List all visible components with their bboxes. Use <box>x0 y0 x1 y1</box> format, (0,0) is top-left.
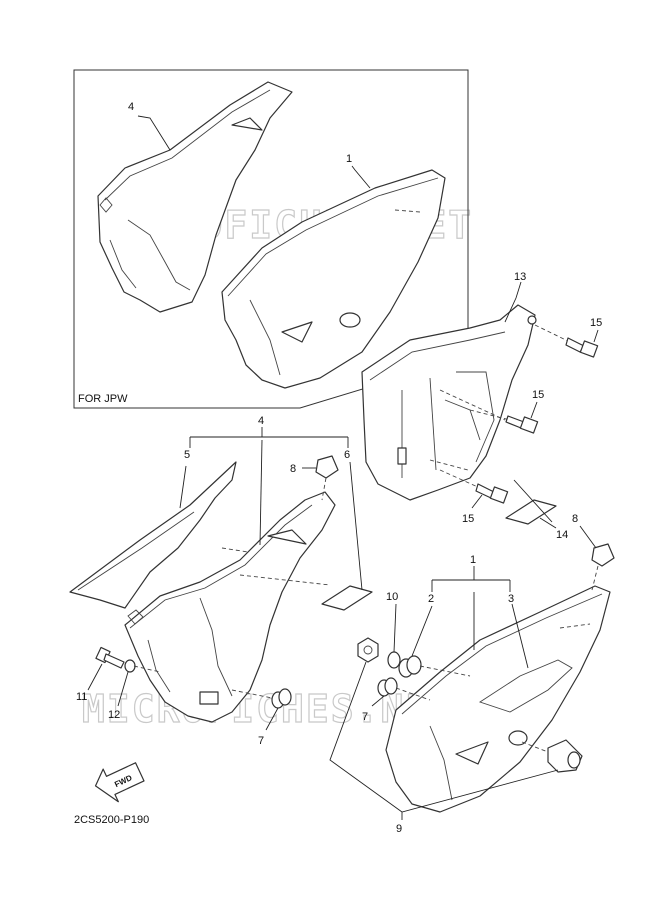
leader-15-b <box>530 401 538 419</box>
callout-14: 14 <box>556 529 568 541</box>
callout-4-inset: 4 <box>128 101 134 113</box>
leader-6 <box>349 461 363 591</box>
leader-3 <box>511 603 529 669</box>
decal-5 <box>69 461 237 609</box>
leader-12 <box>117 671 129 707</box>
callout-2: 2 <box>428 593 434 605</box>
battery-box-bracket <box>361 304 537 501</box>
callout-15-upper: 15 <box>590 317 602 329</box>
leader-10 <box>393 603 397 653</box>
callout-12: 12 <box>108 709 120 721</box>
leader-8-right <box>579 525 597 549</box>
callout-3: 3 <box>508 593 514 605</box>
right-side-cover <box>385 585 611 813</box>
lock-cylinder <box>547 739 583 773</box>
leader-4-main <box>259 439 263 546</box>
dash-11 <box>133 665 161 673</box>
leader-5 <box>179 465 187 509</box>
dash-collar <box>395 687 431 701</box>
bolt-11 <box>95 646 125 669</box>
callout-1-main: 1 <box>470 554 476 566</box>
leader-14-a <box>513 479 553 523</box>
callout-9: 9 <box>396 823 402 835</box>
leader-15-a <box>593 329 599 343</box>
leader-7-left <box>265 707 279 731</box>
leader-2 <box>411 605 433 657</box>
callout-15-lower: 15 <box>462 513 474 525</box>
grommet-8-left <box>315 455 339 479</box>
inset-left-side-cover <box>97 81 293 313</box>
pad-6 <box>321 585 373 611</box>
leader-11 <box>87 663 103 691</box>
callout-8-left: 8 <box>290 463 296 475</box>
callout-13: 13 <box>514 271 526 283</box>
dash-8-left <box>321 477 327 501</box>
callout-6: 6 <box>344 449 350 461</box>
inset-leader-1 <box>351 165 371 189</box>
callout-1-inset: 1 <box>346 153 352 165</box>
forward-direction-arrow: FWD <box>94 762 145 803</box>
inset-leader-4 <box>137 115 171 151</box>
leader-7-right <box>371 695 385 707</box>
callout-10: 10 <box>386 591 398 603</box>
inset-right-side-cover <box>221 169 446 389</box>
bolt-15-middle <box>469 409 539 434</box>
grommet-2 <box>398 655 422 678</box>
bracket-9 <box>329 661 559 813</box>
dash-lock <box>521 741 549 753</box>
jpw-inset-label: FOR JPW <box>78 393 128 405</box>
callout-7-right: 7 <box>362 711 368 723</box>
callout-7-left: 7 <box>258 735 264 747</box>
leader-13 <box>504 281 522 323</box>
bolt-15-lower <box>439 469 509 504</box>
callout-4-main: 4 <box>258 415 264 427</box>
washer-10 <box>387 651 401 669</box>
grommet-8-right <box>591 543 615 567</box>
callout-15-middle: 15 <box>532 389 544 401</box>
drawing-code: 2CS5200-P190 <box>74 814 149 826</box>
callout-8-right: 8 <box>572 513 578 525</box>
dash-6 <box>239 574 331 586</box>
collar-7-right <box>377 677 398 697</box>
callout-11: 11 <box>76 691 87 703</box>
leader-14 <box>539 517 557 529</box>
dash-grommet <box>419 665 471 677</box>
left-side-cover <box>124 491 336 723</box>
damper-pad-14 <box>505 499 557 525</box>
grommet-7-left <box>271 688 292 709</box>
leader-15-c <box>471 494 483 509</box>
washer-12 <box>124 659 136 673</box>
callout-5: 5 <box>184 449 190 461</box>
bolt-15-upper <box>534 324 599 358</box>
nut-9 <box>357 637 379 663</box>
